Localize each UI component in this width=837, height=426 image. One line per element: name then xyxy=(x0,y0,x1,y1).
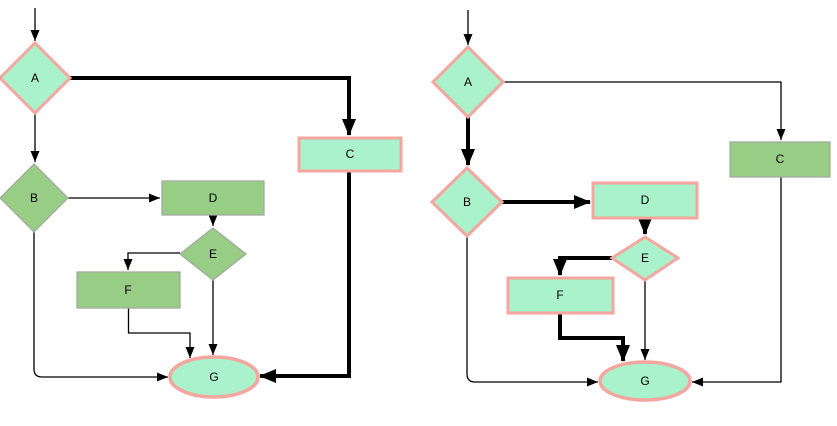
right-node-G-ellipse[interactable] xyxy=(598,360,692,402)
left-node-B-label: B xyxy=(30,191,38,205)
right-edge-E-F xyxy=(553,256,612,276)
left-edge-A-C xyxy=(70,76,356,136)
left-node-C-rect[interactable] xyxy=(297,136,403,173)
right-node-A-label: A xyxy=(464,75,472,89)
left-node-C-label: C xyxy=(346,147,355,161)
left-node-F-label: F xyxy=(124,283,131,297)
left-edge-E-F xyxy=(123,252,180,270)
right-node-B-diamond[interactable] xyxy=(429,165,505,239)
left-edge-C-G xyxy=(259,171,351,383)
right-node-D-label: D xyxy=(641,193,650,207)
left-node-A-label: A xyxy=(31,71,39,85)
right-node-D-rect[interactable] xyxy=(591,181,699,220)
right-node-G-label: G xyxy=(640,374,649,388)
left-node-G-label: G xyxy=(209,370,218,384)
left-node-E-label: E xyxy=(209,247,217,261)
left-node-A-diamond[interactable] xyxy=(0,40,73,116)
right-node-C-label: C xyxy=(776,152,785,166)
right-edge-B-G xyxy=(466,236,598,387)
left-node-E-diamond[interactable] xyxy=(178,227,248,281)
left-node-D-label: D xyxy=(209,191,218,205)
right-edge-F-G xyxy=(558,313,630,362)
left-edge-B-G xyxy=(33,232,168,382)
left-node-B-diamond[interactable] xyxy=(0,163,69,233)
right-flowchart: A B C D E F G xyxy=(429,10,831,402)
left-edge-F-G xyxy=(127,308,195,358)
left-node-G-ellipse[interactable] xyxy=(168,355,260,399)
right-edge-A-C xyxy=(503,81,786,140)
right-node-A-diamond[interactable] xyxy=(430,44,506,120)
right-edge-C-G xyxy=(692,177,782,387)
right-node-F-label: F xyxy=(556,288,563,302)
right-node-F-rect[interactable] xyxy=(506,276,615,315)
right-node-B-label: B xyxy=(463,195,471,209)
left-node-D-rect[interactable] xyxy=(161,180,265,216)
right-node-C-rect[interactable] xyxy=(729,141,831,178)
right-node-E-label: E xyxy=(641,251,649,265)
right-node-E-diamond[interactable] xyxy=(609,235,681,282)
left-flowchart: A B C D E F G xyxy=(0,8,403,399)
left-node-F-rect[interactable] xyxy=(76,271,181,309)
